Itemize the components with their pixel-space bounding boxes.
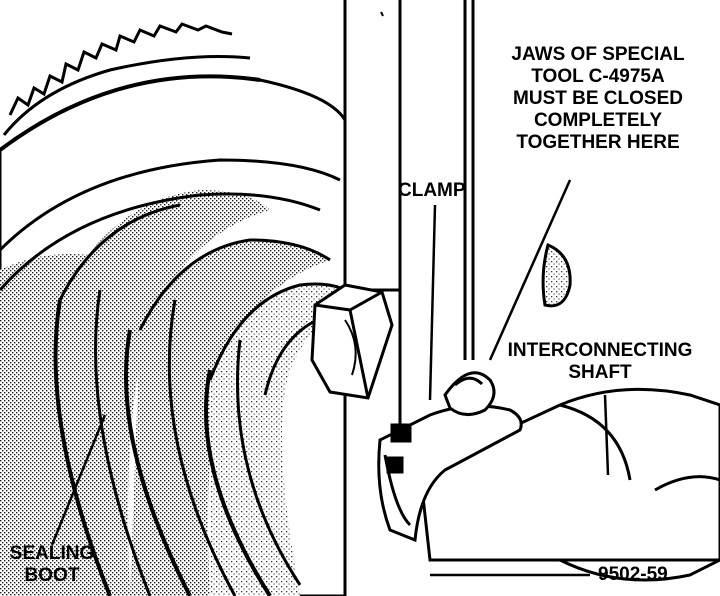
jaws-note-line-4: COMPLETELY [533, 110, 663, 131]
jaws-note-line-3: MUST BE CLOSED [513, 88, 683, 109]
jaws-of-special-tool-note: JAWS OF SPECIAL TOOL C-4975A MUST BE CLO… [498, 44, 698, 154]
interconnecting-shaft-label: INTERCONNECTING SHAFT [495, 340, 705, 384]
hex-bolt [310, 283, 394, 400]
jaws-note-line-2: TOOL C-4975A [531, 66, 665, 87]
interconnecting-shaft-line-1: INTERCONNECTING [507, 340, 693, 361]
vertical-bracket [343, 0, 475, 430]
clamp-band [377, 371, 523, 543]
leader-lines [50, 179, 610, 577]
figure-number: 9502-59 [598, 564, 668, 585]
sealing-boot-label: SEALING BOOT [6, 543, 98, 587]
side-fitting [541, 242, 572, 308]
sealing-boot-line-2: BOOT [24, 565, 80, 586]
clamp-label: CLAMP [398, 180, 466, 201]
jaws-note-line-5: TOGETHER HERE [516, 132, 680, 153]
sealing-boot-line-1: SEALING [9, 543, 95, 564]
gear-teeth [2, 22, 251, 136]
sealing-boot [0, 74, 362, 596]
jaws-note-line-1: JAWS OF SPECIAL [511, 44, 685, 65]
interconnecting-shaft-line-2: SHAFT [568, 362, 632, 383]
top-tick-mark [380, 11, 384, 17]
